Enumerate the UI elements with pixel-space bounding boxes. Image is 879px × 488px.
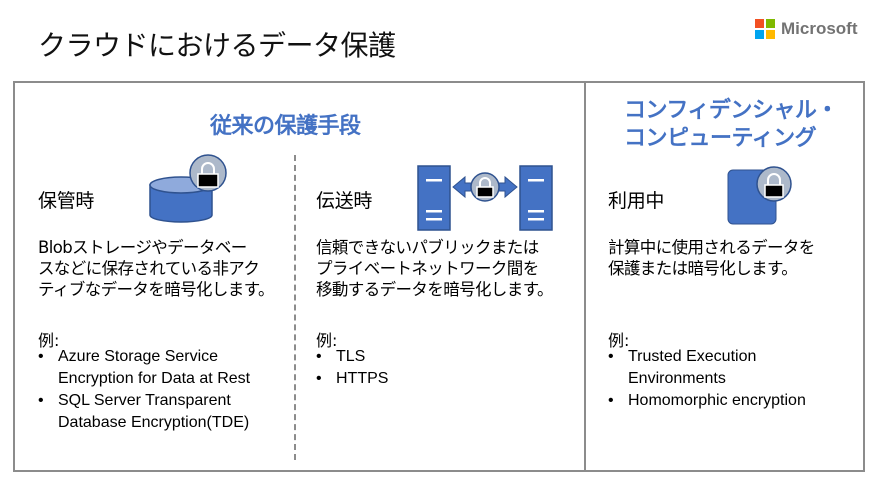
confidential-section-title: コンフィデンシャル・ コンピューティング xyxy=(624,98,838,151)
traditional-section-title: 従来の保護手段 xyxy=(210,114,361,139)
content-frame xyxy=(13,81,865,472)
brand-name: Microsoft xyxy=(781,19,858,38)
at-rest-label: 保管時 xyxy=(38,190,95,212)
at-rest-description: Blobストレージやデータベー スなどに保存されている非アク ティブなデータを暗… xyxy=(38,238,274,299)
in-transit-examples: TLS HTTPS xyxy=(314,346,388,390)
servers-transfer-lock-icon xyxy=(417,165,553,231)
list-item: Homomorphic encryption xyxy=(606,390,806,412)
in-transit-description: 信頼できないパブリックまたは プライベートネットワーク間を 移動するデータを暗号… xyxy=(316,238,553,299)
list-item: HTTPS xyxy=(314,368,388,390)
dashed-divider xyxy=(294,155,296,460)
chip-lock-icon xyxy=(727,166,792,225)
in-transit-label: 伝送時 xyxy=(316,190,373,212)
microsoft-logo: Microsoft xyxy=(755,19,858,39)
in-use-description: 計算中に使用されるデータを 保護または暗号化します。 xyxy=(608,238,815,278)
section-divider xyxy=(584,81,586,472)
in-use-label: 利用中 xyxy=(608,190,665,212)
microsoft-logo-icon xyxy=(755,19,775,39)
database-lock-icon xyxy=(149,154,227,223)
page-title: クラウドにおけるデータ保護 xyxy=(38,29,396,62)
list-item: TLS xyxy=(314,346,388,368)
